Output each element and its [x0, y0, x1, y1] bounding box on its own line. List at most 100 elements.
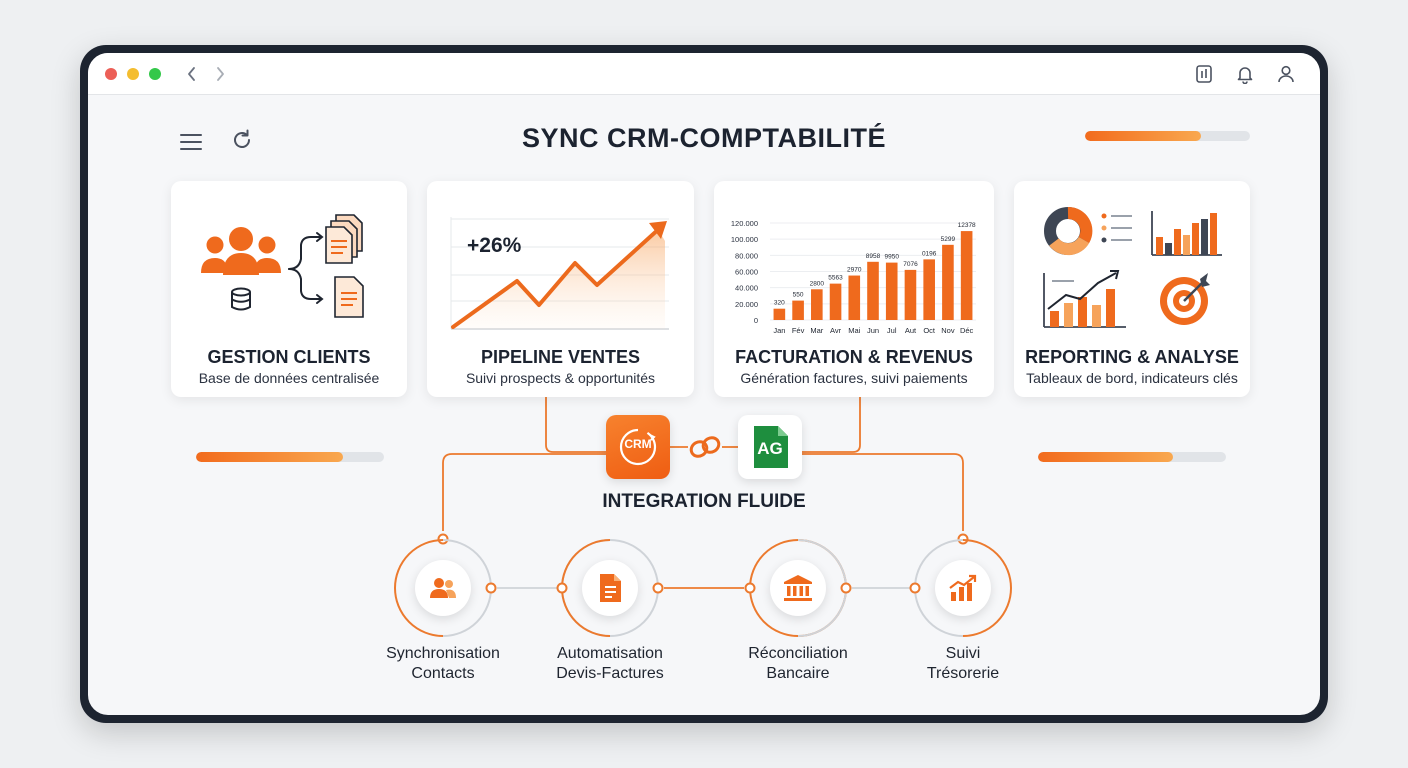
bar-data-label: 5299	[941, 236, 956, 243]
minimize-window-button[interactable]	[127, 68, 139, 80]
y-tick-label: 40.000	[735, 284, 758, 293]
card-pipeline-ventes[interactable]: +26% PIPELINE VENTES Suivi prospects & o…	[427, 181, 694, 397]
x-tick-label: Déc	[960, 326, 974, 335]
x-tick-label: Mar	[810, 326, 823, 335]
step-reconciliation-bancaire[interactable]	[770, 560, 826, 616]
y-tick-label: 20.000	[735, 300, 758, 309]
forward-button[interactable]	[210, 63, 230, 85]
target-icon	[1160, 273, 1210, 325]
progress-bar-right	[1038, 452, 1226, 462]
document-button[interactable]	[1193, 63, 1215, 85]
x-tick-label: Oct	[923, 326, 936, 335]
step-label: Automatisation Devis-Factures	[520, 644, 700, 684]
step-sync-contacts[interactable]	[415, 560, 471, 616]
step-suivi-tresorerie[interactable]	[935, 560, 991, 616]
bar-data-label: 550	[793, 292, 804, 299]
chart-bar	[904, 269, 917, 320]
y-tick-label: 0	[754, 316, 758, 325]
progress-fill	[1085, 131, 1201, 141]
crm-icon	[619, 428, 657, 466]
x-tick-label: Avr	[830, 326, 842, 335]
chevron-right-icon	[217, 67, 224, 81]
ag-hub-button[interactable]: AG	[738, 415, 802, 479]
chart-bar	[811, 289, 823, 320]
ag-label: AG	[757, 439, 783, 458]
progress-fill	[1038, 452, 1174, 462]
card-subtitle: Base de données centralisée	[198, 370, 380, 386]
progress-fill	[196, 452, 343, 462]
trend-chart-icon	[1043, 270, 1126, 328]
y-tick-label: 60.000	[735, 268, 758, 277]
refresh-icon[interactable]	[230, 128, 254, 152]
close-window-button[interactable]	[105, 68, 117, 80]
card-title: FACTURATION & REVENUS	[735, 347, 973, 367]
documents-icon	[325, 214, 363, 264]
link-icon	[689, 436, 721, 458]
donut-chart-icon	[1044, 207, 1132, 256]
spreadsheet-icon	[754, 426, 788, 468]
crm-hub-button[interactable]: CRM	[606, 415, 670, 479]
step-label-line1: Réconciliation	[748, 645, 848, 662]
document-icon	[600, 574, 621, 602]
bar-data-label: 12378	[958, 222, 976, 229]
notifications-button[interactable]	[1234, 63, 1256, 85]
y-tick-label: 120.000	[731, 219, 758, 228]
bar-data-label: 9950	[884, 254, 899, 261]
pipeline-growth-chart	[450, 217, 669, 330]
step-label-line1: Suivi	[945, 645, 981, 662]
page-title: SYNC CRM-COMPTABILITÉ	[522, 123, 886, 153]
bar-data-label: 8958	[866, 253, 881, 260]
step-label-line2: Trésorerie	[926, 665, 1000, 682]
back-button[interactable]	[182, 63, 202, 85]
step-label: Suivi Trésorerie	[873, 644, 1053, 684]
card-title: REPORTING & ANALYSE	[1025, 347, 1239, 367]
y-tick-label: 80.000	[735, 251, 758, 260]
hamburger-menu-icon[interactable]	[180, 131, 202, 153]
card-facturation-revenus[interactable]: 0 20.000 40.000 60.000 80.000 100.000 120.000 3…	[714, 181, 994, 397]
connector-lines	[394, 397, 1012, 637]
bar-data-label: 2800	[810, 280, 825, 287]
step-label-line1: Synchronisation	[386, 645, 500, 662]
x-tick-label: Jun	[867, 326, 879, 335]
chevron-left-icon	[188, 67, 195, 81]
x-tick-label: Jan	[773, 326, 785, 335]
card-subtitle: Génération factures, suivi paiements	[740, 370, 968, 386]
step-label: Synchronisation Contacts	[353, 644, 533, 684]
crm-label: CRM	[624, 437, 652, 451]
bar-data-label: 0196	[922, 250, 937, 257]
card-gestion-clients[interactable]: GESTION CLIENTS Base de données centrali…	[171, 181, 407, 397]
step-label: Réconciliation Bancaire	[708, 644, 888, 684]
progress-bar-left	[196, 452, 384, 462]
chart-bar	[885, 262, 898, 320]
chart-bar	[773, 308, 786, 320]
card-title: GESTION CLIENTS	[207, 347, 371, 367]
step-label-line2: Bancaire	[766, 665, 830, 682]
y-tick-label: 100.000	[731, 235, 758, 244]
chart-bar	[792, 300, 804, 320]
app-screen: SYNC CRM-COMPTABILITÉ	[88, 53, 1320, 715]
user-icon	[1278, 65, 1294, 83]
revenue-bar-chart: 0 20.000 40.000 60.000 80.000 100.000 120.000 3…	[731, 219, 976, 335]
users-icon	[430, 578, 456, 598]
card-title: PIPELINE VENTES	[480, 347, 641, 367]
chart-bar	[923, 259, 935, 320]
bar-data-label: 320	[774, 300, 785, 307]
step-label-line2: Devis-Factures	[556, 665, 664, 682]
x-tick-label: Jul	[887, 326, 897, 335]
maximize-window-button[interactable]	[149, 68, 161, 80]
x-tick-label: Aut	[905, 326, 917, 335]
card-reporting-analyse[interactable]: REPORTING & ANALYSE Tableaux de bord, in…	[1014, 181, 1250, 397]
users-icon	[201, 227, 281, 275]
app-window: SYNC CRM-COMPTABILITÉ	[80, 45, 1328, 723]
integration-label: INTEGRATION FLUIDE	[602, 491, 806, 512]
step-devis-factures[interactable]	[582, 560, 638, 616]
chart-bar	[942, 244, 954, 320]
x-tick-label: Nov	[941, 326, 955, 335]
progress-bar-top	[1085, 131, 1250, 141]
title-bar	[88, 53, 1320, 95]
document-icon	[334, 276, 364, 318]
card-subtitle: Suivi prospects & opportunités	[465, 370, 656, 386]
step-label-line2: Contacts	[411, 665, 475, 682]
clients-illustration	[201, 214, 364, 318]
profile-button[interactable]	[1275, 63, 1297, 85]
